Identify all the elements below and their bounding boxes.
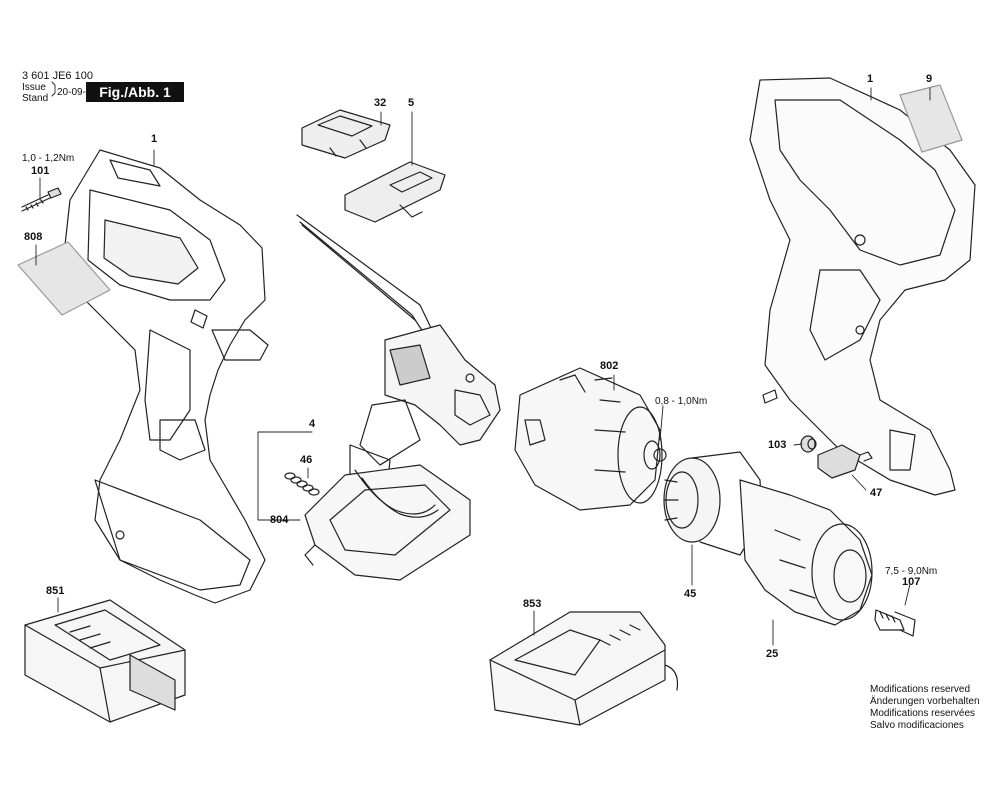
label-9-drawing (899, 84, 963, 153)
callout-808: 808 (24, 231, 43, 243)
callout-47: 47 (870, 487, 883, 499)
callout-853: 853 (523, 598, 542, 610)
bracket-4-804 (257, 431, 313, 521)
housing-right-drawing (749, 77, 976, 496)
issue-date: 20-09-24 (57, 87, 98, 98)
charger-853-drawing (489, 611, 679, 726)
issue-label: Issue (22, 82, 46, 93)
callout-101: 101 (31, 165, 50, 177)
switch-assembly-drawing (296, 214, 501, 581)
callout-46: 46 (300, 454, 313, 466)
label-808-drawing (17, 241, 111, 316)
callout-4: 4 (309, 418, 316, 430)
switch-cover-5-drawing (344, 161, 446, 223)
callout-1-right: 1 (867, 73, 874, 85)
housing-left-drawing (64, 149, 269, 604)
torque-107: 7,5 - 9,0Nm (885, 566, 938, 577)
modifications-note: Modifications reserved Änderungen vorbeh… (870, 684, 980, 732)
callout-851: 851 (46, 585, 65, 597)
stand-label: Stand (22, 93, 49, 104)
callout-1-left: 1 (151, 133, 158, 145)
issue-stand-brace (51, 81, 56, 97)
callout-32: 32 (374, 97, 387, 109)
callout-9: 9 (926, 73, 933, 85)
callout-103: 103 (768, 439, 787, 451)
chuck-25-drawing (739, 479, 873, 626)
document-number: 3 601 JE6 100 (22, 70, 93, 82)
callout-107: 107 (902, 576, 921, 588)
torque-802: 0,8 - 1,0Nm (655, 396, 708, 407)
callout-804: 804 (270, 514, 289, 526)
spring-46-drawing (284, 472, 320, 496)
callout-802: 802 (600, 360, 619, 372)
screw-107-drawing (874, 609, 916, 637)
leader-lines (35, 87, 931, 646)
figure-label: Fig./Abb. 1 (86, 82, 184, 102)
switch-cover-32-drawing (301, 109, 391, 159)
modifications-es: Salvo modificaciones (870, 720, 964, 731)
gearbox-45-drawing (663, 451, 763, 556)
part-103-drawing (800, 435, 817, 453)
callout-45: 45 (684, 588, 697, 600)
screw-101-drawing (21, 187, 62, 212)
part-47-drawing (817, 444, 873, 479)
battery-851-drawing (24, 599, 186, 723)
modifications-de: Änderungen vorbehalten (870, 696, 980, 707)
motor-802-drawing (514, 367, 667, 511)
modifications-fr: Modifications reservées (870, 708, 976, 719)
modifications-en: Modifications reserved (870, 684, 971, 695)
callout-25: 25 (766, 648, 779, 660)
callout-5: 5 (408, 97, 415, 109)
torque-101: 1,0 - 1,2Nm (22, 153, 75, 164)
